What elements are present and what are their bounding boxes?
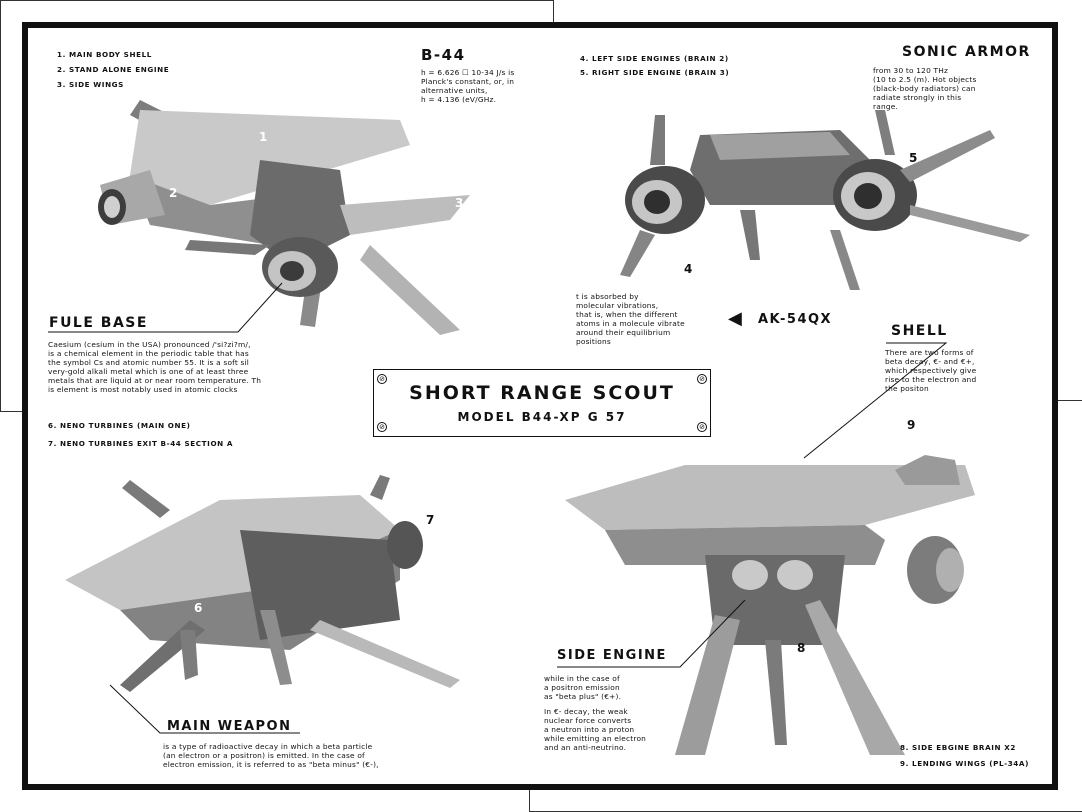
part-item: 2. STAND ALONE ENGINE bbox=[57, 65, 170, 74]
screw-icon: ⊘ bbox=[377, 422, 387, 432]
parts-list-top-left: 1. MAIN BODY SHELL 2. STAND ALONE ENGINE… bbox=[57, 48, 169, 92]
part-item: 9. LENDING WINGS (PL-34A) bbox=[900, 759, 1029, 768]
main-weapon-text: is a type of radioactive decay in which … bbox=[163, 742, 379, 769]
shell-text: There are two forms of beta decay, €- an… bbox=[885, 348, 977, 393]
plate-title: SHORT RANGE SCOUT bbox=[409, 382, 675, 404]
sonic-armor-heading: SONIC ARMOR bbox=[902, 44, 1031, 60]
main-weapon-heading: MAIN WEAPON bbox=[167, 719, 292, 734]
ship-illustration-bottom-right bbox=[565, 455, 975, 755]
absorbed-text: t is absorbed by molecular vibrations, t… bbox=[576, 292, 685, 346]
ship-illustration-bottom-left bbox=[65, 475, 460, 692]
part-item: 6. NENO TURBINES (MAIN ONE) bbox=[48, 421, 191, 430]
parts-list-bottom-right: 8. SIDE EBGINE BRAIN X2 9. LENDING WINGS… bbox=[900, 741, 1029, 771]
part-item: 1. MAIN BODY SHELL bbox=[57, 50, 152, 59]
screw-icon: ⊘ bbox=[377, 374, 387, 384]
shell-heading: SHELL bbox=[891, 323, 948, 339]
side-engine-text: while in the case of a positron emission… bbox=[544, 674, 647, 752]
side-engine-heading: SIDE ENGINE bbox=[557, 648, 667, 663]
title-plate: ⊘ ⊘ ⊘ ⊘ SHORT RANGE SCOUT MODEL B44-XP G… bbox=[373, 369, 711, 437]
left-arrow-icon: ◀ bbox=[728, 308, 742, 329]
part-item: 5. RIGHT SIDE ENGINE (BRAIN 3) bbox=[580, 68, 730, 77]
ship-illustration-top-right bbox=[620, 110, 1030, 290]
parts-list-bottom-left: 6. NENO TURBINES (MAIN ONE) 7. NENO TURB… bbox=[48, 419, 233, 451]
screw-icon: ⊘ bbox=[697, 374, 707, 384]
fule-base-text: Caesium (cesium in the USA) pronounced /… bbox=[48, 340, 262, 394]
callout-4: 4 bbox=[684, 262, 693, 276]
callout-9: 9 bbox=[907, 418, 916, 432]
part-item: 8. SIDE EBGINE BRAIN X2 bbox=[900, 743, 1016, 752]
ship-illustration-top-left bbox=[98, 100, 470, 335]
callout-2: 2 bbox=[169, 186, 178, 200]
plate-subtitle: MODEL B44-XP G 57 bbox=[457, 410, 627, 424]
callout-1: 1 bbox=[259, 130, 268, 144]
ak-label: AK-54QX bbox=[758, 312, 833, 327]
b44-heading: B-44 bbox=[421, 46, 466, 64]
parts-list-top-right: 4. LEFT SIDE ENGINES (BRAIN 2) 5. RIGHT … bbox=[580, 52, 729, 80]
callout-3: 3 bbox=[455, 196, 464, 210]
part-item: 4. LEFT SIDE ENGINES (BRAIN 2) bbox=[580, 54, 729, 63]
callout-7: 7 bbox=[426, 513, 435, 527]
callout-6: 6 bbox=[194, 601, 203, 615]
part-item: 7. NENO TURBINES EXIT B-44 SECTION A bbox=[48, 439, 234, 448]
screw-icon: ⊘ bbox=[697, 422, 707, 432]
fule-base-heading: FULE BASE bbox=[49, 315, 148, 331]
sonic-armor-text: from 30 to 120 THz (10 to 2.5 (m). Hot o… bbox=[873, 66, 977, 111]
part-item: 3. SIDE WINGS bbox=[57, 80, 124, 89]
callout-8: 8 bbox=[797, 641, 806, 655]
b44-text: h = 6.626 ☐ 10-34 J/s is Planck's consta… bbox=[421, 68, 515, 104]
callout-5: 5 bbox=[909, 151, 918, 165]
